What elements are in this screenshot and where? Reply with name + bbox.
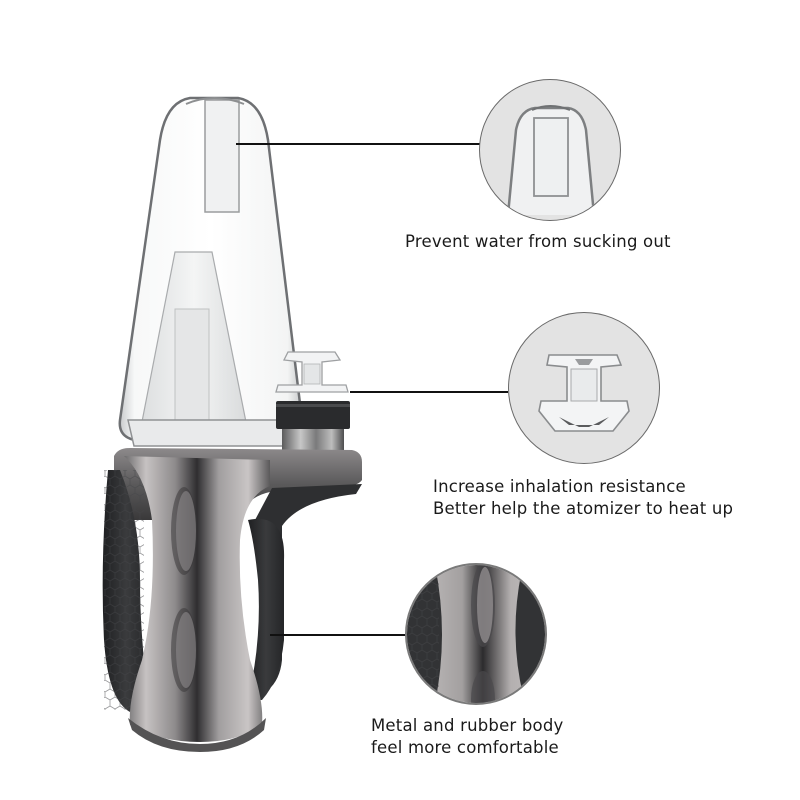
atomizer <box>276 401 350 453</box>
closeup-circle-glass-top <box>479 79 621 221</box>
callout-line-body-grip <box>270 634 406 636</box>
caption-line: Better help the atomizer to heat up <box>433 499 734 518</box>
caption-line: Increase inhalation resistance <box>433 477 686 496</box>
glass-bubbler <box>118 96 304 447</box>
caption-glass-top: Prevent water from sucking out <box>405 231 671 253</box>
glass-mouthpiece-closeup-icon <box>506 105 596 216</box>
device-body <box>102 448 362 752</box>
closeup-circle-body-grip <box>405 563 547 705</box>
closeup-circle-carb-cap <box>508 312 660 464</box>
caption-body-grip: Metal and rubber body feel more comforta… <box>371 715 563 759</box>
caption-line: Metal and rubber body <box>371 716 564 735</box>
callout-line-glass-top <box>236 143 480 145</box>
caption-carb-cap: Increase inhalation resistance Better he… <box>433 476 733 520</box>
carb-cap <box>275 351 349 393</box>
caption-line: Prevent water from sucking out <box>405 232 671 251</box>
caption-line: feel more comfortable <box>371 738 559 757</box>
callout-line-carb-cap <box>350 391 508 393</box>
metal-rubber-body-closeup-icon <box>407 565 545 703</box>
carb-cap-closeup-icon <box>538 354 630 432</box>
